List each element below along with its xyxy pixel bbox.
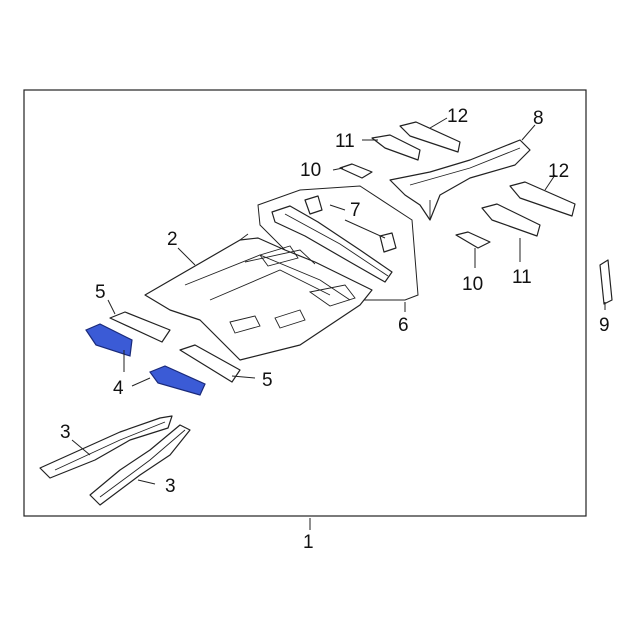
small-bracket-top-icon [339, 163, 373, 179]
callout-side-rail-right: 3 [165, 476, 176, 497]
callout-rear-crossmember: 8 [533, 108, 544, 129]
leader-lines [71, 117, 606, 530]
bracket-top-icon [109, 311, 171, 343]
callout-bracket-top: 5 [95, 282, 106, 303]
floor-pan-icon [144, 233, 373, 361]
side-rail-right-icon [89, 424, 191, 506]
callout-crossmember-group: 6 [398, 315, 409, 336]
highlighted-bracket-icon [85, 323, 206, 396]
callout-small-bracket-right: 10 [462, 274, 483, 295]
pillar-extension-icon [599, 259, 613, 305]
mount-top-icon [371, 134, 421, 161]
callout-side-rail-left: 3 [60, 422, 71, 443]
diagram-frame [23, 89, 587, 517]
callout-mount-far-right: 12 [548, 161, 569, 182]
callout-mount-far-top: 12 [447, 106, 468, 127]
callout-highlighted-bracket: 4 [113, 378, 124, 399]
mount-far-right-icon [509, 181, 576, 217]
callout-small-bracket-top: 10 [300, 160, 321, 181]
bracket-right-icon [179, 344, 241, 383]
side-rail-left-icon [39, 415, 173, 479]
callout-mount-top: 11 [335, 131, 355, 152]
crossmember-icon [271, 205, 393, 283]
callout-pillar-extension: 9 [599, 315, 610, 336]
callout-mount-right: 11 [512, 267, 532, 288]
small-bracket-right-icon [455, 231, 491, 249]
crossmember-group-outline [257, 185, 419, 301]
mount-right-icon [481, 203, 541, 237]
callout-floor-pan: 2 [167, 229, 178, 250]
callout-reinforcement: 7 [350, 200, 361, 221]
rear-crossmember-icon [389, 139, 531, 221]
callout-bracket-right: 5 [262, 370, 273, 391]
mount-far-top-icon [399, 121, 461, 153]
callout-frame: 1 [303, 532, 314, 553]
